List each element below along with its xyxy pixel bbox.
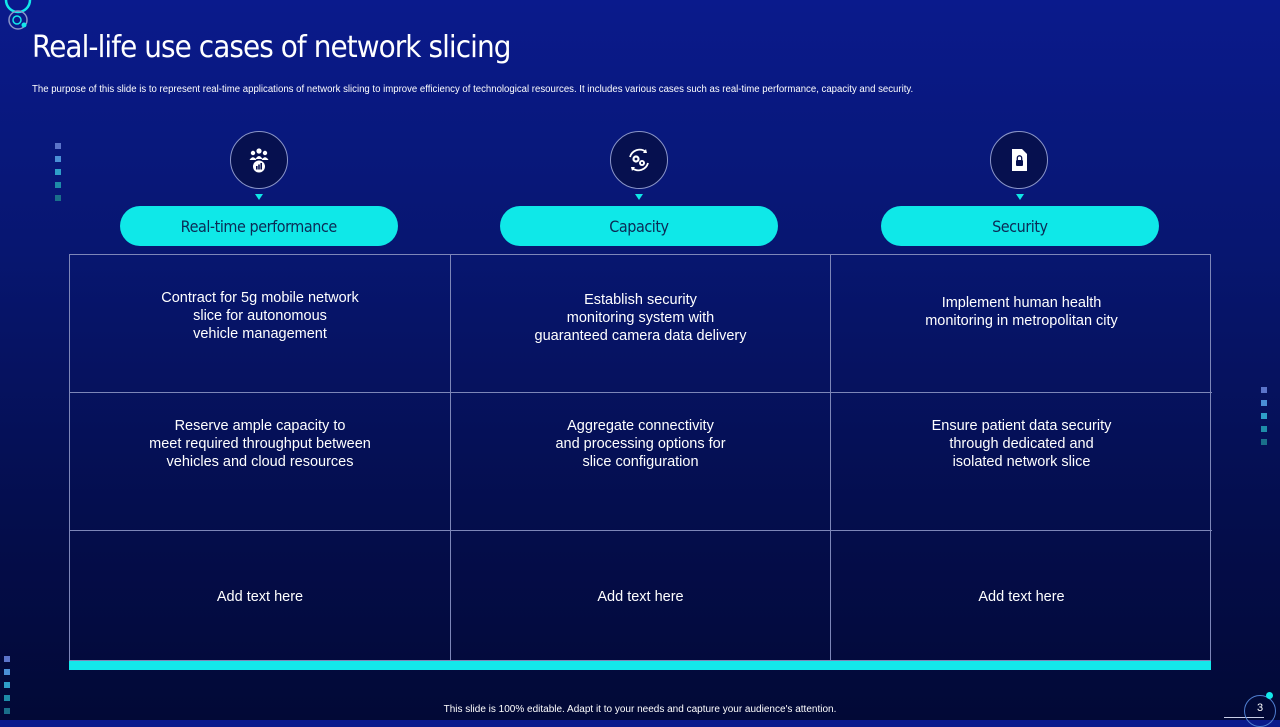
pointer-marker: [255, 194, 263, 200]
table-cell: Reserve ample capacity to meet required …: [70, 393, 451, 531]
corner-logo-icon: [4, 0, 32, 30]
table-cell: Aggregate connectivity and processing op…: [451, 393, 831, 531]
table-cell: Establish security monitoring system wit…: [451, 255, 831, 393]
table-cell: Contract for 5g mobile network slice for…: [70, 255, 451, 393]
table-cell: Ensure patient data security through ded…: [831, 393, 1212, 531]
table-cell: Add text here: [978, 588, 1065, 605]
team-growth-chart-icon: [230, 131, 288, 189]
column-header-security: Security: [881, 206, 1159, 246]
use-case-table: Contract for 5g mobile network slice for…: [69, 254, 1212, 662]
page-title: Real-life use cases of network slicing: [32, 30, 511, 65]
gears-cycle-icon: [610, 131, 668, 189]
decorative-dots-bottom: [4, 656, 10, 714]
page-number-dot: [1266, 692, 1273, 699]
table-cell: Add text here: [451, 531, 831, 662]
pointer-marker: [635, 194, 643, 200]
page-number-underline: [1224, 717, 1264, 718]
decorative-dots-right: [1261, 387, 1267, 445]
page-number: 3: [1244, 695, 1276, 727]
table-cell: Add text here: [70, 531, 451, 662]
column-header-real-time-performance: Real-time performance: [120, 206, 398, 246]
secure-document-icon: [990, 131, 1048, 189]
accent-bar: [69, 661, 1211, 670]
decorative-dots-left: [55, 143, 61, 201]
footer-note: This slide is 100% editable. Adapt it to…: [443, 704, 837, 715]
pointer-marker: [1016, 194, 1024, 200]
table-cell: Implement human health monitoring in met…: [831, 255, 1212, 393]
column-header-capacity: Capacity: [500, 206, 778, 246]
page-subtitle: The purpose of this slide is to represen…: [32, 84, 914, 95]
